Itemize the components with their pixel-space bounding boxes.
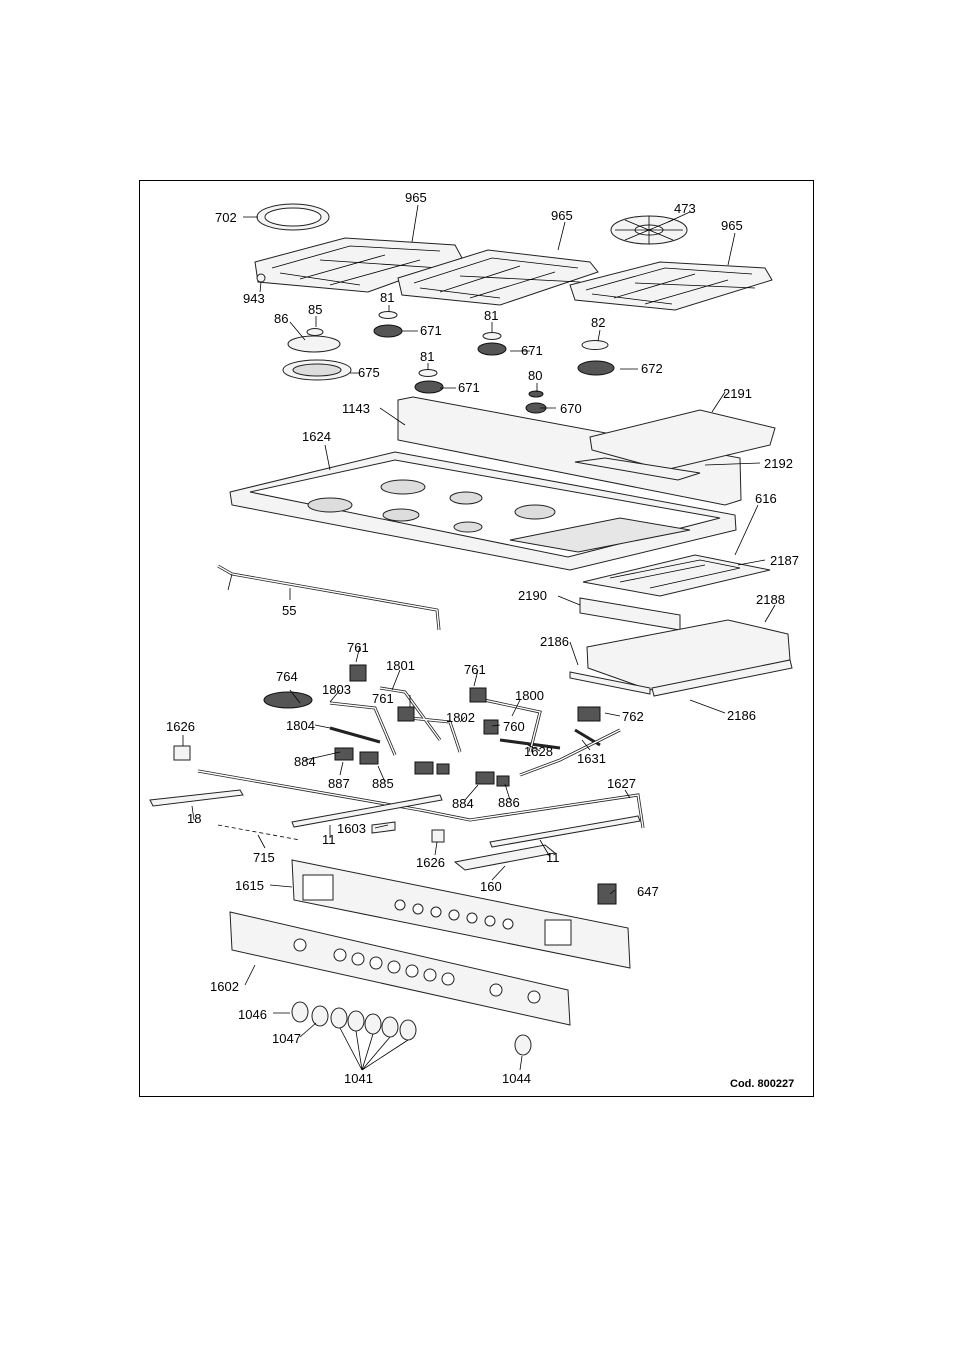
callout-2187: 2187 (770, 553, 799, 568)
callout-1615: 1615 (235, 878, 264, 893)
callout-2188: 2188 (756, 592, 785, 607)
callout-160: 160 (480, 879, 502, 894)
panel-1615 (291, 859, 631, 969)
callout-81-c: 81 (420, 349, 434, 364)
callout-1628: 1628 (524, 744, 553, 759)
callout-675: 675 (358, 365, 380, 380)
callout-616: 616 (755, 491, 777, 506)
panel-1602 (229, 911, 571, 1026)
callout-670: 670 (560, 401, 582, 416)
callout-672: 672 (641, 361, 663, 376)
griddle-2191 (589, 409, 776, 471)
wok-ring-702 (256, 203, 330, 231)
callout-2186-bottom: 2186 (727, 708, 756, 723)
support-2190 (579, 597, 681, 631)
grease-tray-2192 (574, 457, 701, 481)
leader-lines (182, 204, 776, 1071)
callout-1046: 1046 (238, 1007, 267, 1022)
callout-671-b: 671 (521, 343, 543, 358)
callout-965-center: 965 (551, 208, 573, 223)
ignition-rail-715 (217, 824, 301, 841)
callout-1803: 1803 (322, 682, 351, 697)
callout-473: 473 (674, 201, 696, 216)
callout-2186-top: 2186 (540, 634, 569, 649)
callout-761-c: 761 (372, 691, 394, 706)
callout-1624: 1624 (302, 429, 331, 444)
callout-764: 764 (276, 669, 298, 684)
rails-2186 (569, 659, 793, 697)
callout-762: 762 (622, 709, 644, 724)
back-panel-1143 (397, 396, 742, 506)
callout-11-right: 11 (546, 850, 560, 865)
knobs (291, 1001, 532, 1056)
valves (173, 664, 601, 843)
reduction-ring-473 (610, 215, 688, 245)
callout-671-a: 671 (420, 323, 442, 338)
callout-80: 80 (528, 368, 542, 383)
callout-2191: 2191 (723, 386, 752, 401)
callout-81-a: 81 (380, 290, 394, 305)
callout-715: 715 (253, 850, 275, 865)
manifold-1627 (197, 769, 645, 829)
callout-761-a: 761 (347, 640, 369, 655)
callout-943: 943 (243, 291, 265, 306)
callout-labels: 702 965 965 965 473 943 85 81 81 82 86 6… (166, 190, 799, 1090)
callout-1801: 1801 (386, 658, 415, 673)
callout-85: 85 (308, 302, 322, 317)
callout-1603: 1603 (337, 821, 366, 836)
pan-support-grid-right (569, 261, 773, 311)
callout-1627: 1627 (607, 776, 636, 791)
callout-2190: 2190 (518, 588, 547, 603)
callout-1626-center: 1626 (416, 855, 445, 870)
callout-55: 55 (282, 603, 296, 618)
callout-1802: 1802 (446, 710, 475, 725)
rod-55 (217, 564, 441, 631)
callout-887: 887 (328, 776, 350, 791)
hob-top (229, 451, 737, 571)
pan-support-grid-center (397, 249, 599, 306)
callout-702: 702 (215, 210, 237, 225)
callout-2192: 2192 (764, 456, 793, 471)
callout-1041: 1041 (344, 1071, 373, 1086)
callout-1143: 1143 (342, 401, 370, 416)
code-label: Cod. 800227 (730, 1078, 794, 1090)
callout-82: 82 (591, 315, 605, 330)
callout-1800: 1800 (515, 688, 544, 703)
callout-18: 18 (187, 811, 201, 826)
callout-86: 86 (274, 311, 288, 326)
callout-671-c: 671 (458, 380, 480, 395)
callout-885: 885 (372, 776, 394, 791)
callout-1804: 1804 (286, 718, 315, 733)
callout-884-b: 884 (452, 796, 474, 811)
heating-element-2187 (582, 554, 771, 597)
callout-1602: 1602 (210, 979, 239, 994)
burner-caps (256, 273, 615, 414)
callout-761-b: 761 (464, 662, 486, 677)
callout-886: 886 (498, 795, 520, 810)
callout-884-a: 884 (294, 754, 316, 769)
griddle-box-2188 (586, 619, 791, 691)
callout-1626-left: 1626 (166, 719, 195, 734)
brackets (149, 789, 641, 871)
gas-pipes (329, 686, 621, 777)
callout-1047: 1047 (272, 1031, 301, 1046)
callout-1044: 1044 (502, 1071, 531, 1086)
callout-11-left: 11 (322, 832, 336, 847)
callout-1631: 1631 (577, 751, 606, 766)
callout-647: 647 (637, 884, 659, 899)
callout-760: 760 (503, 719, 525, 734)
callout-965-right: 965 (721, 218, 743, 233)
callout-81-b: 81 (484, 308, 498, 323)
callout-965-left: 965 (405, 190, 427, 205)
diagram-frame (139, 180, 814, 1097)
